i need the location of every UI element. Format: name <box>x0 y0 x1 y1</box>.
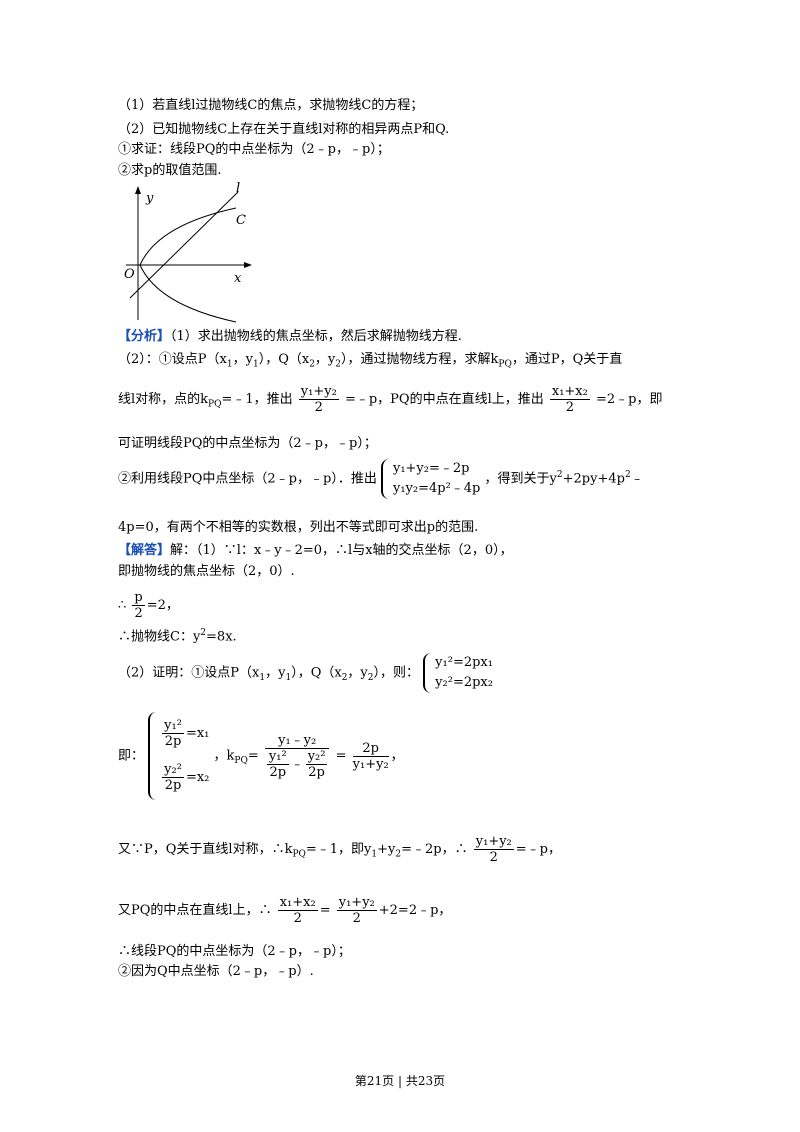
answer-line10: ②因为Q中点坐标（2﹣p，﹣p）. <box>118 964 314 979</box>
parabola-figure: y x O l C <box>124 181 252 323</box>
analysis-line2: （2）：①设点P（x1，y1），Q（x2，y2），通过抛物线方程，求解kPQ，通… <box>118 352 623 370</box>
problem-sub2: ②求p的取值范围. <box>118 163 222 178</box>
analysis-tag: 【分析】 <box>118 329 171 344</box>
analysis-line6: 4p=0，有两个不相等的实数根，列出不等式即可求出p的范围. <box>118 520 479 535</box>
page-footer: 第21页 | 共23页 <box>354 1074 446 1088</box>
y-axis-label: y <box>145 191 154 206</box>
line-label: l <box>236 181 240 196</box>
analysis-line4: 可证明线段PQ的中点坐标为（2﹣p，﹣p）； <box>118 436 377 451</box>
answer-line2: 即抛物线的焦点坐标（2，0）. <box>118 564 295 579</box>
answer-line1: 【解答】解：（1）∵l：x﹣y﹣2=0，∴l与x轴的交点坐标（2，0）， <box>118 543 513 558</box>
problem-sub1: ①求证：线段PQ的中点坐标为（2﹣p，﹣p）； <box>118 142 390 157</box>
analysis-line1: 【分析】（1）求出抛物线的焦点坐标，然后求解抛物线方程. <box>118 329 462 344</box>
answer-tag: 【解答】 <box>118 543 171 558</box>
curve-label: C <box>236 213 246 228</box>
x-axis-label: x <box>234 271 242 286</box>
answer-line4: ∴抛物线C：y2=8x. <box>118 628 237 645</box>
answer-line9: ∴线段PQ的中点坐标为（2﹣p，﹣p）； <box>118 944 351 959</box>
problem-part2: （2）已知抛物线C上存在关于直线l对称的相异两点P和Q. <box>118 122 450 137</box>
problem-part1: （1）若直线l过抛物线C的焦点，求抛物线C的方程； <box>118 98 424 113</box>
origin-label: O <box>124 267 135 282</box>
